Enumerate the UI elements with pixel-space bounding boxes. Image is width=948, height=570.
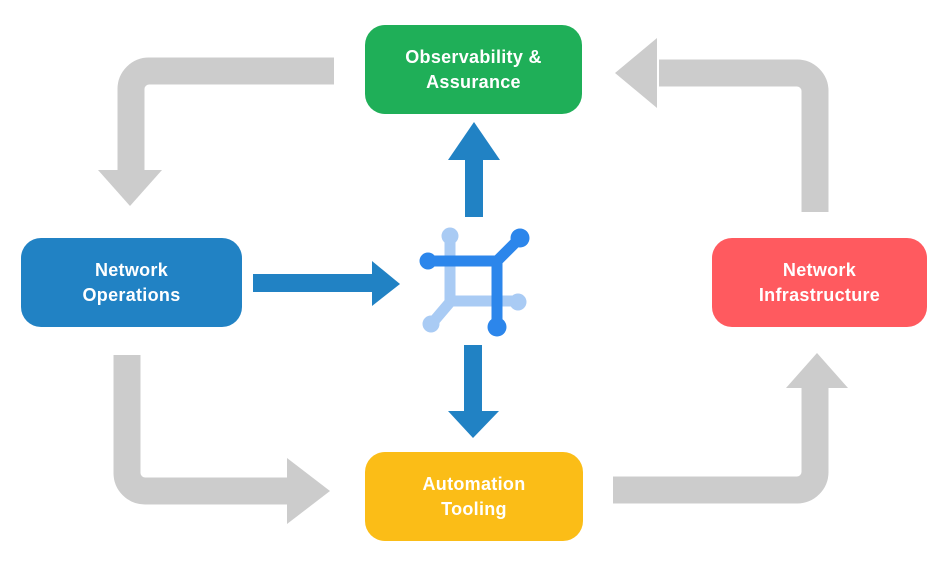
arrowhead-down-icon — [448, 411, 499, 438]
arrow-infrastructure-to-observability — [615, 38, 829, 212]
arrowhead-left-icon — [615, 38, 657, 108]
arrow-shaft — [613, 386, 829, 504]
icon-node-left — [419, 252, 437, 270]
icon-node-bottom — [487, 317, 507, 337]
arrow-shaft — [117, 57, 334, 172]
icon-node-right — [509, 293, 527, 311]
node-network-infrastructure: Network Infrastructure — [712, 238, 927, 327]
arrow-center-to-tooling — [448, 345, 499, 438]
arrowhead-up-icon — [448, 122, 500, 160]
arrow-operations-to-center — [253, 261, 400, 306]
icon-node-top-right — [510, 228, 530, 248]
icon-light-diagonal — [428, 295, 457, 327]
node-label-tooling: Automation Tooling — [422, 473, 526, 519]
node-network-operations: Network Operations — [21, 238, 242, 327]
node-automation-tooling: Automation Tooling — [365, 452, 583, 541]
arrow-tooling-to-infrastructure — [613, 353, 848, 504]
icon-dark-diagonal — [491, 236, 522, 267]
arrow-shaft — [659, 59, 829, 212]
network-fabric-icon — [419, 227, 530, 337]
node-label-operations: Network Operations — [82, 259, 181, 305]
arrowhead-right-icon — [287, 458, 330, 524]
arrowhead-down-icon — [98, 170, 162, 206]
icon-node-bottom-left — [422, 315, 440, 333]
arrowhead-up-icon — [786, 353, 848, 388]
arrow-center-to-observability — [448, 122, 500, 217]
arrow-observability-to-operations — [98, 57, 334, 206]
node-label-infrastructure: Network Infrastructure — [758, 259, 881, 305]
node-label-observability: Observability & Assurance — [405, 46, 542, 92]
icon-node-top-left — [441, 227, 459, 245]
arrow-shaft — [113, 355, 289, 505]
arrow-operations-to-tooling — [113, 355, 330, 524]
node-observability-assurance: Observability & Assurance — [365, 25, 582, 114]
arrowhead-right-icon — [372, 261, 400, 306]
